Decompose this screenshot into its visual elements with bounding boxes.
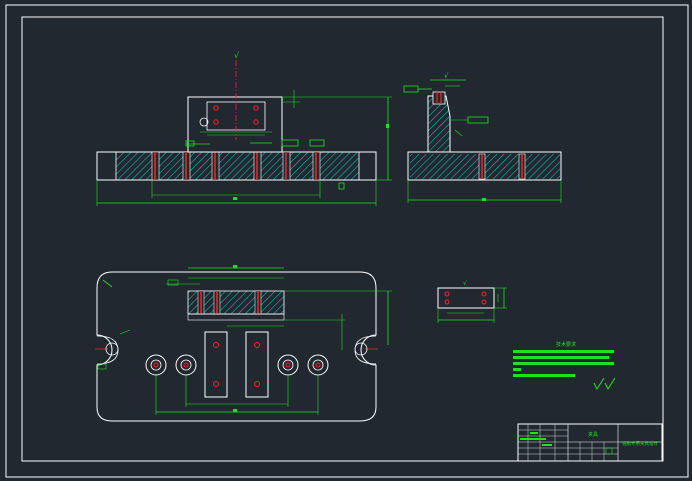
clamp-plate-right <box>245 331 269 398</box>
side-view-roughness-mark: √ <box>444 72 449 80</box>
front-view: √ <box>96 51 392 206</box>
side-view: √ <box>403 72 562 203</box>
top-view-plate <box>96 271 377 422</box>
bolt-hole-2 <box>175 354 197 376</box>
detail-roughness-mark: √ <box>463 280 467 287</box>
detail-part-outline <box>437 287 495 309</box>
front-upper-block <box>187 96 283 153</box>
detail-part-view: √ <box>437 280 507 323</box>
notes-title: 技术要求 <box>556 341 576 348</box>
title-block: 夹具 铣削专用夹具设计 <box>517 423 663 462</box>
technical-requirements: 技术要求 <box>513 341 616 391</box>
clamp-plate-left <box>204 331 228 398</box>
bolt-hole-3 <box>277 354 299 376</box>
bolt-hole-1 <box>145 354 167 376</box>
title-block-name: 夹具 <box>588 431 598 438</box>
outer-border <box>5 4 689 478</box>
roughness-symbol-1 <box>593 377 605 391</box>
roughness-symbol-2 <box>604 377 616 391</box>
bolt-hole-4 <box>307 354 329 376</box>
inner-frame <box>21 16 664 462</box>
side-base-outline <box>407 151 562 181</box>
side-upright <box>427 95 451 153</box>
title-block-subtitle: 铣削专用夹具设计 <box>622 440 658 447</box>
front-view-roughness-mark: √ <box>234 51 240 60</box>
top-view <box>95 265 392 422</box>
